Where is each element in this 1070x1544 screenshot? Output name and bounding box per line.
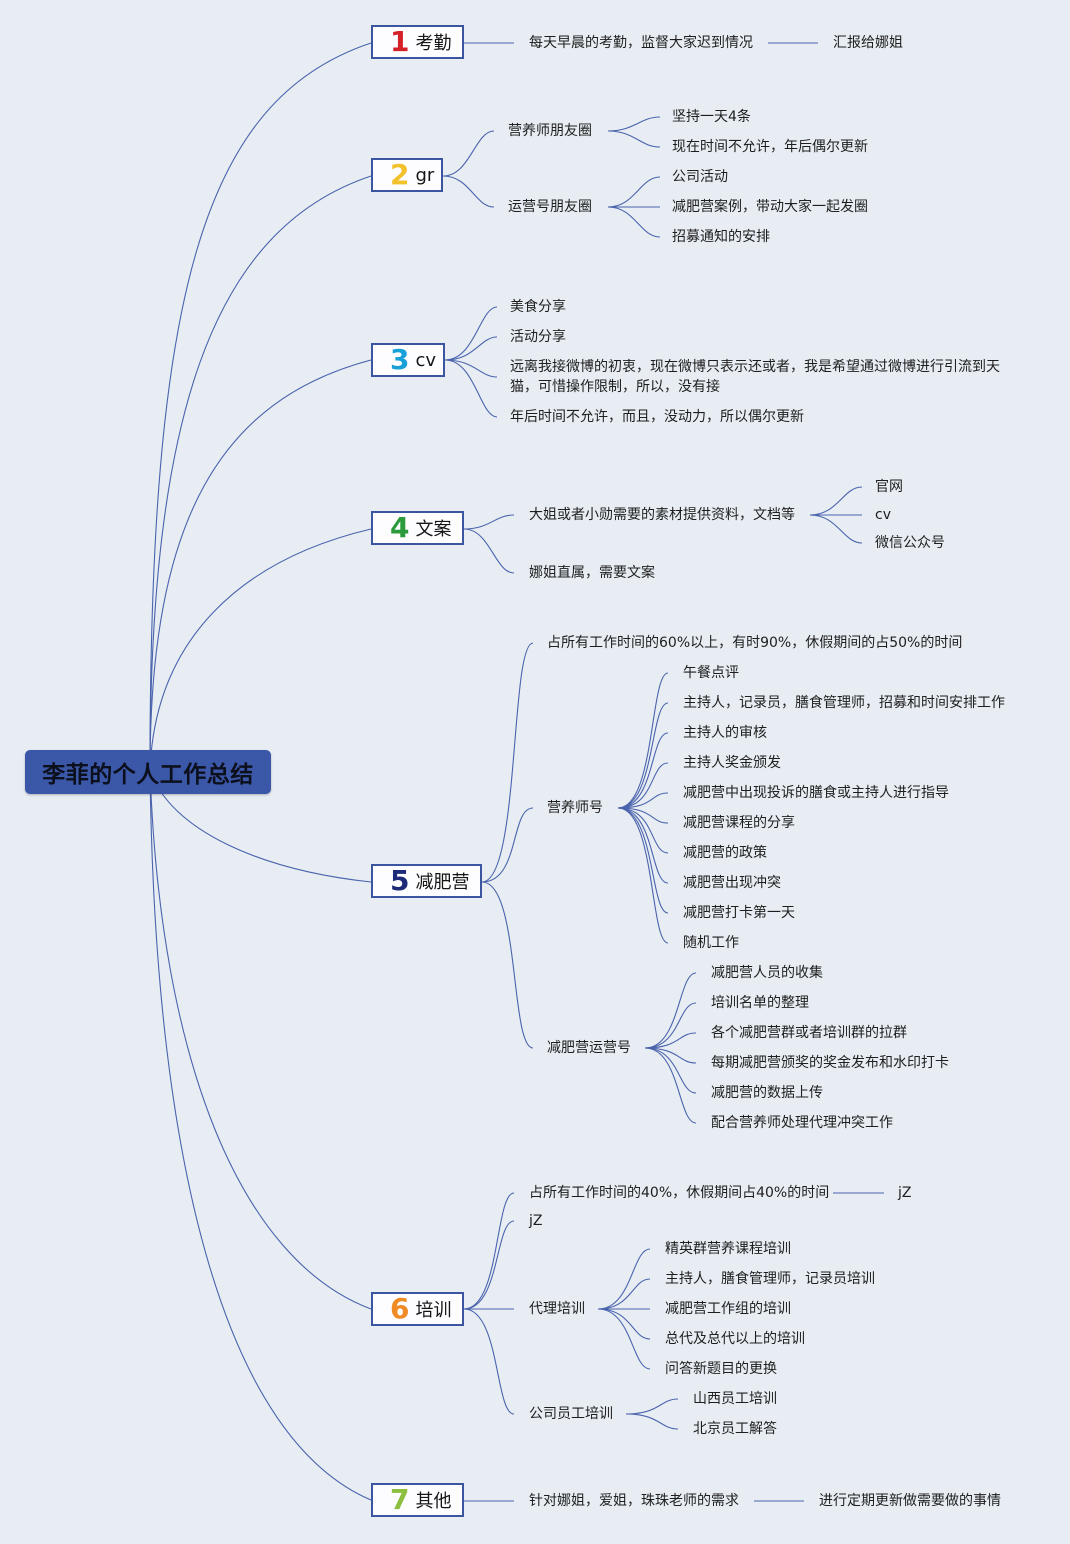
branch-label[interactable]: 娜姐直属，需要文案 (529, 565, 655, 581)
topic-label: 文案 (415, 519, 452, 540)
topic-node-other[interactable]: 7 其他 (371, 1483, 464, 1517)
leaf-label[interactable]: 官网 (875, 479, 903, 495)
branch-label[interactable]: 运营号朋友圈 (508, 199, 592, 215)
topic-number: 3 (390, 343, 410, 376)
leaf-label[interactable]: 培训名单的整理 (711, 995, 809, 1011)
topic-label: gr (415, 164, 435, 186)
branch-label[interactable]: 占所有工作时间的40%，休假期间占40%的时间 (529, 1185, 830, 1201)
topic-node-cv[interactable]: 3 cv (371, 343, 445, 377)
leaf-label[interactable]: 减肥营案例，带动大家一起发圈 (672, 199, 868, 215)
topic-label: cv (415, 349, 437, 371)
topic-number: 4 (390, 511, 410, 544)
connector-root-3 (149, 359, 372, 771)
topic-number: 7 (390, 1483, 410, 1516)
leaf-label[interactable]: 公司活动 (672, 169, 728, 185)
leaf-label[interactable]: 活动分享 (510, 329, 566, 345)
topic-node-attendance[interactable]: 1 考勤 (371, 25, 464, 59)
leaf-label[interactable]: 微信公众号 (875, 535, 945, 551)
topic-label: 其他 (415, 1491, 452, 1512)
leaf-label[interactable]: 每期减肥营颁奖的奖金发布和水印打卡 (711, 1055, 949, 1071)
leaf-label[interactable]: 减肥营中出现投诉的膳食或主持人进行指导 (683, 785, 949, 801)
root-title: 李菲的个人工作总结 (42, 762, 254, 788)
branch-label[interactable]: 营养师朋友圈 (508, 123, 592, 139)
leaf-label[interactable]: 精英群营养课程培训 (665, 1241, 791, 1257)
topic-node-weightloss-camp[interactable]: 5 减肥营 (371, 864, 482, 898)
topic-label: 考勤 (415, 33, 452, 54)
branch-label[interactable]: 代理培训 (529, 1301, 585, 1317)
leaf-label[interactable]: 各个减肥营群或者培训群的拉群 (711, 1025, 907, 1041)
connector-root-4 (149, 528, 372, 771)
topic-node-gr[interactable]: 2 gr (371, 158, 443, 192)
topic-number: 2 (390, 158, 410, 191)
topic-label: 培训 (415, 1300, 452, 1321)
leaf-label[interactable]: 主持人的审核 (683, 725, 767, 741)
root-node[interactable]: 李菲的个人工作总结 (25, 750, 271, 794)
leaf-label[interactable]: 远离我接微博的初衷，现在微博只表示还或者，我是希望通过微博进行引流到天猫，可惜操… (510, 359, 1000, 395)
leaf-label[interactable]: 问答新题目的更换 (665, 1361, 777, 1377)
branch-label[interactable]: jZ (529, 1213, 543, 1229)
leaf-label[interactable]: jZ (898, 1185, 912, 1201)
connector-root-2 (149, 175, 372, 771)
topic-node-training[interactable]: 6 培训 (371, 1292, 464, 1326)
leaf-label[interactable]: 配合营养师处理代理冲突工作 (711, 1115, 893, 1131)
topic-number: 6 (390, 1292, 410, 1325)
leaf-label[interactable]: 主持人，膳食管理师，记录员培训 (665, 1271, 875, 1287)
leaf-label[interactable]: 午餐点评 (683, 665, 739, 681)
branch-label[interactable]: 减肥营运营号 (547, 1040, 631, 1056)
connector-root-6 (149, 769, 372, 1310)
branch-label[interactable]: 针对娜姐，爱姐，珠珠老师的需求 (529, 1493, 739, 1509)
leaf-label[interactable]: 主持人，记录员，膳食管理师，招募和时间安排工作 (683, 695, 1005, 711)
leaf-label[interactable]: 招募通知的安排 (672, 229, 770, 245)
branch-label[interactable]: 汇报给娜姐 (833, 35, 903, 51)
branch-label[interactable]: 大姐或者小勋需要的素材提供资料，文档等 (529, 507, 795, 523)
leaf-label[interactable]: 年后时间不允许，而且，没动力，所以偶尔更新 (510, 409, 804, 425)
leaf-label[interactable]: 现在时间不允许，年后偶尔更新 (672, 139, 868, 155)
leaf-label[interactable]: 总代及总代以上的培训 (665, 1331, 805, 1347)
leaf-label[interactable]: 减肥营的政策 (683, 845, 767, 861)
leaf-label[interactable]: 减肥营出现冲突 (683, 875, 781, 891)
leaf-label[interactable]: 坚持一天4条 (672, 109, 751, 125)
branch-label[interactable]: 营养师号 (547, 800, 603, 816)
leaf-label[interactable]: 减肥营课程的分享 (683, 815, 795, 831)
branch-label[interactable]: 占所有工作时间的60%以上，有时90%，休假期间的占50%的时间 (547, 635, 963, 651)
leaf-label[interactable]: 主持人奖金颁发 (683, 755, 781, 771)
leaf-label[interactable]: 减肥营打卡第一天 (683, 905, 795, 921)
leaf-label[interactable]: 进行定期更新做需要做的事情 (819, 1493, 1001, 1509)
leaf-label[interactable]: 减肥营的数据上传 (711, 1085, 823, 1101)
branch-label[interactable]: 公司员工培训 (529, 1406, 613, 1422)
branch-label[interactable]: 每天早晨的考勤，监督大家迟到情况 (529, 35, 753, 51)
leaf-label[interactable]: cv (875, 507, 891, 523)
leaf-label[interactable]: 随机工作 (683, 935, 739, 951)
topic-number: 1 (390, 25, 410, 58)
topic-label: 减肥营 (415, 872, 470, 893)
topic-number: 5 (390, 864, 410, 897)
leaf-label[interactable]: 减肥营人员的收集 (711, 965, 823, 981)
connector-root-7 (149, 769, 372, 1501)
leaf-label[interactable]: 山西员工培训 (693, 1391, 777, 1407)
leaf-label[interactable]: 减肥营工作组的培训 (665, 1301, 791, 1317)
topic-node-copywriting[interactable]: 4 文案 (371, 511, 464, 545)
connector-root-1 (149, 42, 372, 771)
leaf-label[interactable]: 北京员工解答 (693, 1421, 777, 1437)
leaf-label[interactable]: 美食分享 (510, 299, 566, 315)
